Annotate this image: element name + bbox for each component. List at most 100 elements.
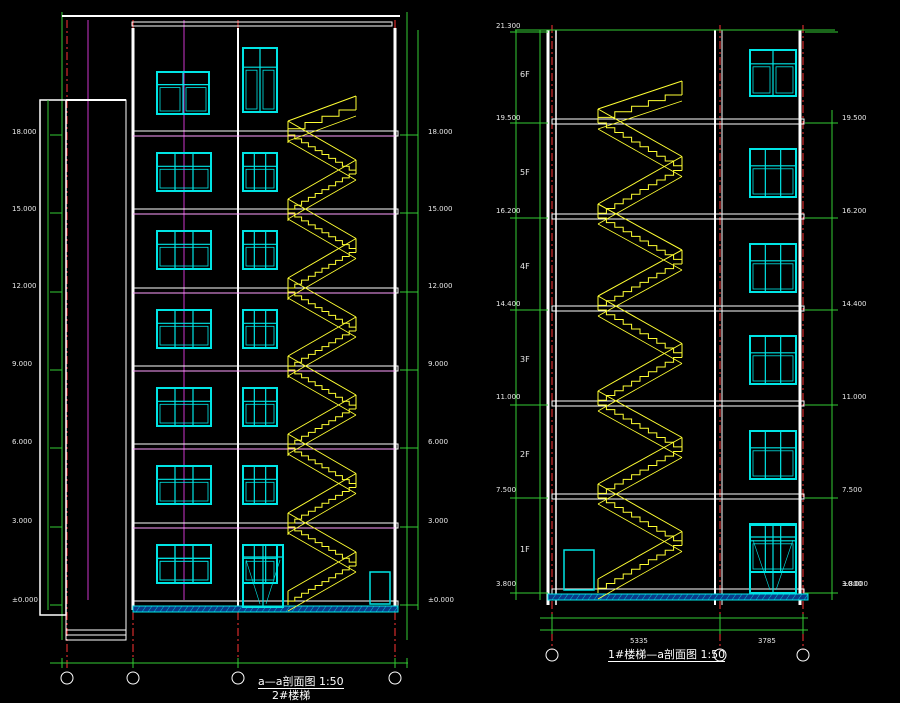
left-core-inner bbox=[65, 99, 127, 636]
elevation-label: 12.000 bbox=[428, 282, 453, 290]
stair-flight-return bbox=[598, 217, 683, 264]
ground-hatch bbox=[755, 593, 761, 601]
window-pane bbox=[159, 87, 181, 112]
window-pane bbox=[262, 69, 275, 110]
window-inner-frame bbox=[752, 168, 794, 195]
ground-hatch bbox=[363, 605, 369, 613]
ground-hatch bbox=[303, 605, 309, 613]
window-inner-frame bbox=[159, 246, 209, 267]
window-room bbox=[749, 243, 797, 293]
stair-soffit bbox=[597, 128, 683, 177]
axis-bubble bbox=[126, 671, 140, 685]
stair-handrail bbox=[597, 156, 683, 205]
floor-slab bbox=[551, 305, 805, 312]
stair-soffit bbox=[597, 269, 683, 317]
window-room bbox=[156, 465, 212, 505]
ground-hatch bbox=[569, 593, 575, 601]
window-stair bbox=[242, 152, 278, 192]
floor-slab bbox=[132, 365, 399, 372]
stair-flight-up bbox=[287, 565, 356, 605]
window-inner-frame bbox=[245, 403, 275, 424]
stair-flight-up bbox=[597, 357, 682, 405]
window-ground bbox=[156, 544, 212, 584]
floor-tag: 2F bbox=[520, 450, 530, 459]
window-stair bbox=[242, 309, 278, 349]
stair-soffit bbox=[287, 336, 357, 377]
ground-hatch bbox=[321, 605, 327, 613]
stair-soffit bbox=[597, 100, 683, 130]
ground-hatch bbox=[671, 593, 677, 601]
door-swing bbox=[265, 559, 281, 605]
window-inner-frame bbox=[245, 168, 275, 189]
stair-soffit bbox=[597, 363, 683, 412]
window-room bbox=[156, 230, 212, 270]
left-section-drawing bbox=[39, 12, 419, 685]
stair-soffit bbox=[287, 532, 357, 573]
stair-flight-return bbox=[288, 369, 357, 409]
elevation-label: 9.000 bbox=[12, 360, 33, 368]
floor-slab bbox=[551, 213, 805, 220]
ground-hatch bbox=[677, 593, 683, 601]
elevation-label: 14.400 bbox=[496, 300, 521, 308]
floor-slab bbox=[551, 400, 805, 407]
ground-hatch bbox=[339, 605, 345, 613]
ground-hatch bbox=[575, 593, 581, 601]
stair-flight-top bbox=[597, 94, 682, 123]
floor-slab bbox=[132, 208, 399, 215]
window-pane bbox=[775, 66, 794, 94]
floor-slab bbox=[551, 493, 805, 500]
floor-slab bbox=[132, 522, 399, 529]
elevation-label: 7.500 bbox=[842, 486, 863, 494]
window-stair bbox=[242, 465, 278, 505]
ground-hatch bbox=[147, 605, 153, 613]
ground-hatch bbox=[725, 593, 731, 601]
ground-hatch bbox=[587, 593, 593, 601]
stair-flight-up bbox=[597, 545, 682, 593]
axis-bubble bbox=[545, 648, 559, 662]
elevation-label: 15.000 bbox=[12, 205, 37, 213]
ground-hatch bbox=[357, 605, 363, 613]
stair-soffit bbox=[597, 457, 683, 505]
stair-flight-up bbox=[287, 487, 356, 527]
stair-flight-return bbox=[598, 497, 683, 546]
stair-handrail bbox=[287, 120, 357, 161]
stair-flight-up bbox=[287, 408, 356, 448]
elevation-label: 7.500 bbox=[496, 486, 517, 494]
window-stair bbox=[242, 387, 278, 427]
ground-hatch bbox=[153, 605, 159, 613]
stair-handrail bbox=[597, 249, 683, 297]
ground-hatch bbox=[653, 593, 659, 601]
floor-tag: 5F bbox=[520, 168, 530, 177]
ground-hatch bbox=[393, 605, 399, 613]
elevation-label: 18.000 bbox=[12, 128, 37, 136]
ground-hatch bbox=[701, 593, 707, 601]
floor-tag: 6F bbox=[520, 70, 530, 79]
elevation-label: 12.000 bbox=[12, 282, 37, 290]
ground-hatch bbox=[773, 593, 779, 601]
stair-soffit bbox=[287, 115, 357, 142]
window-pane bbox=[752, 66, 771, 94]
ground-hatch bbox=[719, 593, 725, 601]
axis-bubble bbox=[388, 671, 402, 685]
stair-flight-return bbox=[598, 122, 683, 171]
elevation-label: 3.000 bbox=[12, 517, 33, 525]
ground-hatch bbox=[641, 593, 647, 601]
stair-flight-up bbox=[287, 330, 356, 370]
ground-hatch bbox=[683, 593, 689, 601]
stair-flight-return bbox=[288, 447, 357, 488]
ground-hatch bbox=[761, 593, 767, 601]
ground-hatch bbox=[177, 605, 183, 613]
stair-soffit bbox=[287, 493, 357, 534]
ground-hatch bbox=[135, 605, 141, 613]
ground-hatch bbox=[563, 593, 569, 601]
stair-handrail bbox=[597, 437, 683, 485]
stair-flight-top bbox=[287, 109, 356, 135]
stair-soffit bbox=[597, 176, 683, 225]
stair-flight-up bbox=[287, 173, 356, 213]
elevation-label: 11.000 bbox=[842, 393, 867, 401]
window-inner-frame bbox=[245, 481, 275, 502]
elevation-label: ±0.000 bbox=[842, 580, 868, 588]
floor-tag: 3F bbox=[520, 355, 530, 364]
elevation-label: 21.300 bbox=[496, 22, 521, 30]
